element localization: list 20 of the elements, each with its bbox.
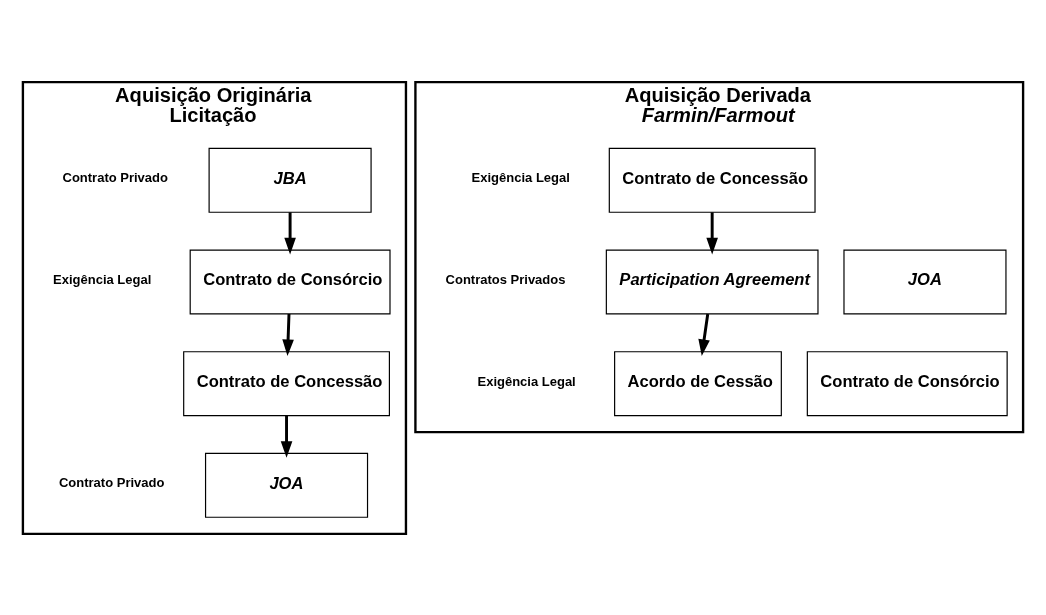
- node-box: Participation Agreement: [605, 249, 819, 314]
- label: Contrato Privado: [62, 169, 168, 185]
- node-box: Contrato de Concessão: [183, 350, 390, 416]
- node-box: JBA: [208, 147, 372, 213]
- node-box: Contrato de Consórcio: [806, 350, 1008, 416]
- arrow: [698, 313, 710, 356]
- label: Contrato Privado: [58, 474, 165, 490]
- label: Exigência Legal: [471, 169, 570, 185]
- arrow: [284, 211, 296, 254]
- node-box: Contrato de Consórcio: [189, 249, 391, 314]
- arrow: [706, 211, 718, 254]
- node-box: JOA: [204, 452, 369, 518]
- label: Exigência Legal: [53, 271, 152, 287]
- label: Exigência Legal: [477, 373, 576, 389]
- node-box: Contrato de Concessão: [608, 147, 816, 213]
- arrow: [282, 313, 294, 356]
- node-box: Acordo de Cessão: [614, 350, 782, 416]
- arrow: [280, 415, 293, 458]
- label: Contratos Privados: [445, 271, 566, 287]
- node-box: JOA: [843, 249, 1007, 314]
